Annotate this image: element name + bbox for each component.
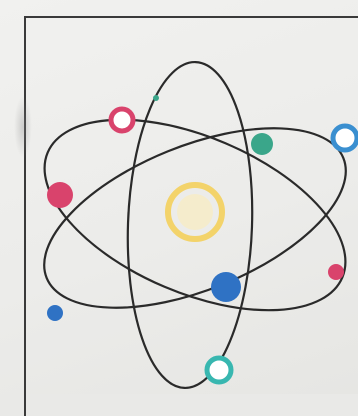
electron-teal bbox=[251, 133, 273, 155]
electron-cyan-ring-bottom bbox=[207, 358, 231, 382]
nucleus-inner bbox=[177, 194, 213, 230]
electron-blue-small bbox=[47, 305, 63, 321]
paper-sheet bbox=[0, 0, 358, 394]
electron-pink-left bbox=[47, 182, 73, 208]
electron-blue-ring-right bbox=[333, 126, 357, 150]
electron-blue-large bbox=[211, 272, 241, 302]
electron-pink-ring-top bbox=[111, 109, 133, 131]
atom-drawing bbox=[0, 0, 358, 394]
electron-pink-right bbox=[328, 264, 344, 280]
electron-teal-dot-small bbox=[153, 95, 159, 101]
